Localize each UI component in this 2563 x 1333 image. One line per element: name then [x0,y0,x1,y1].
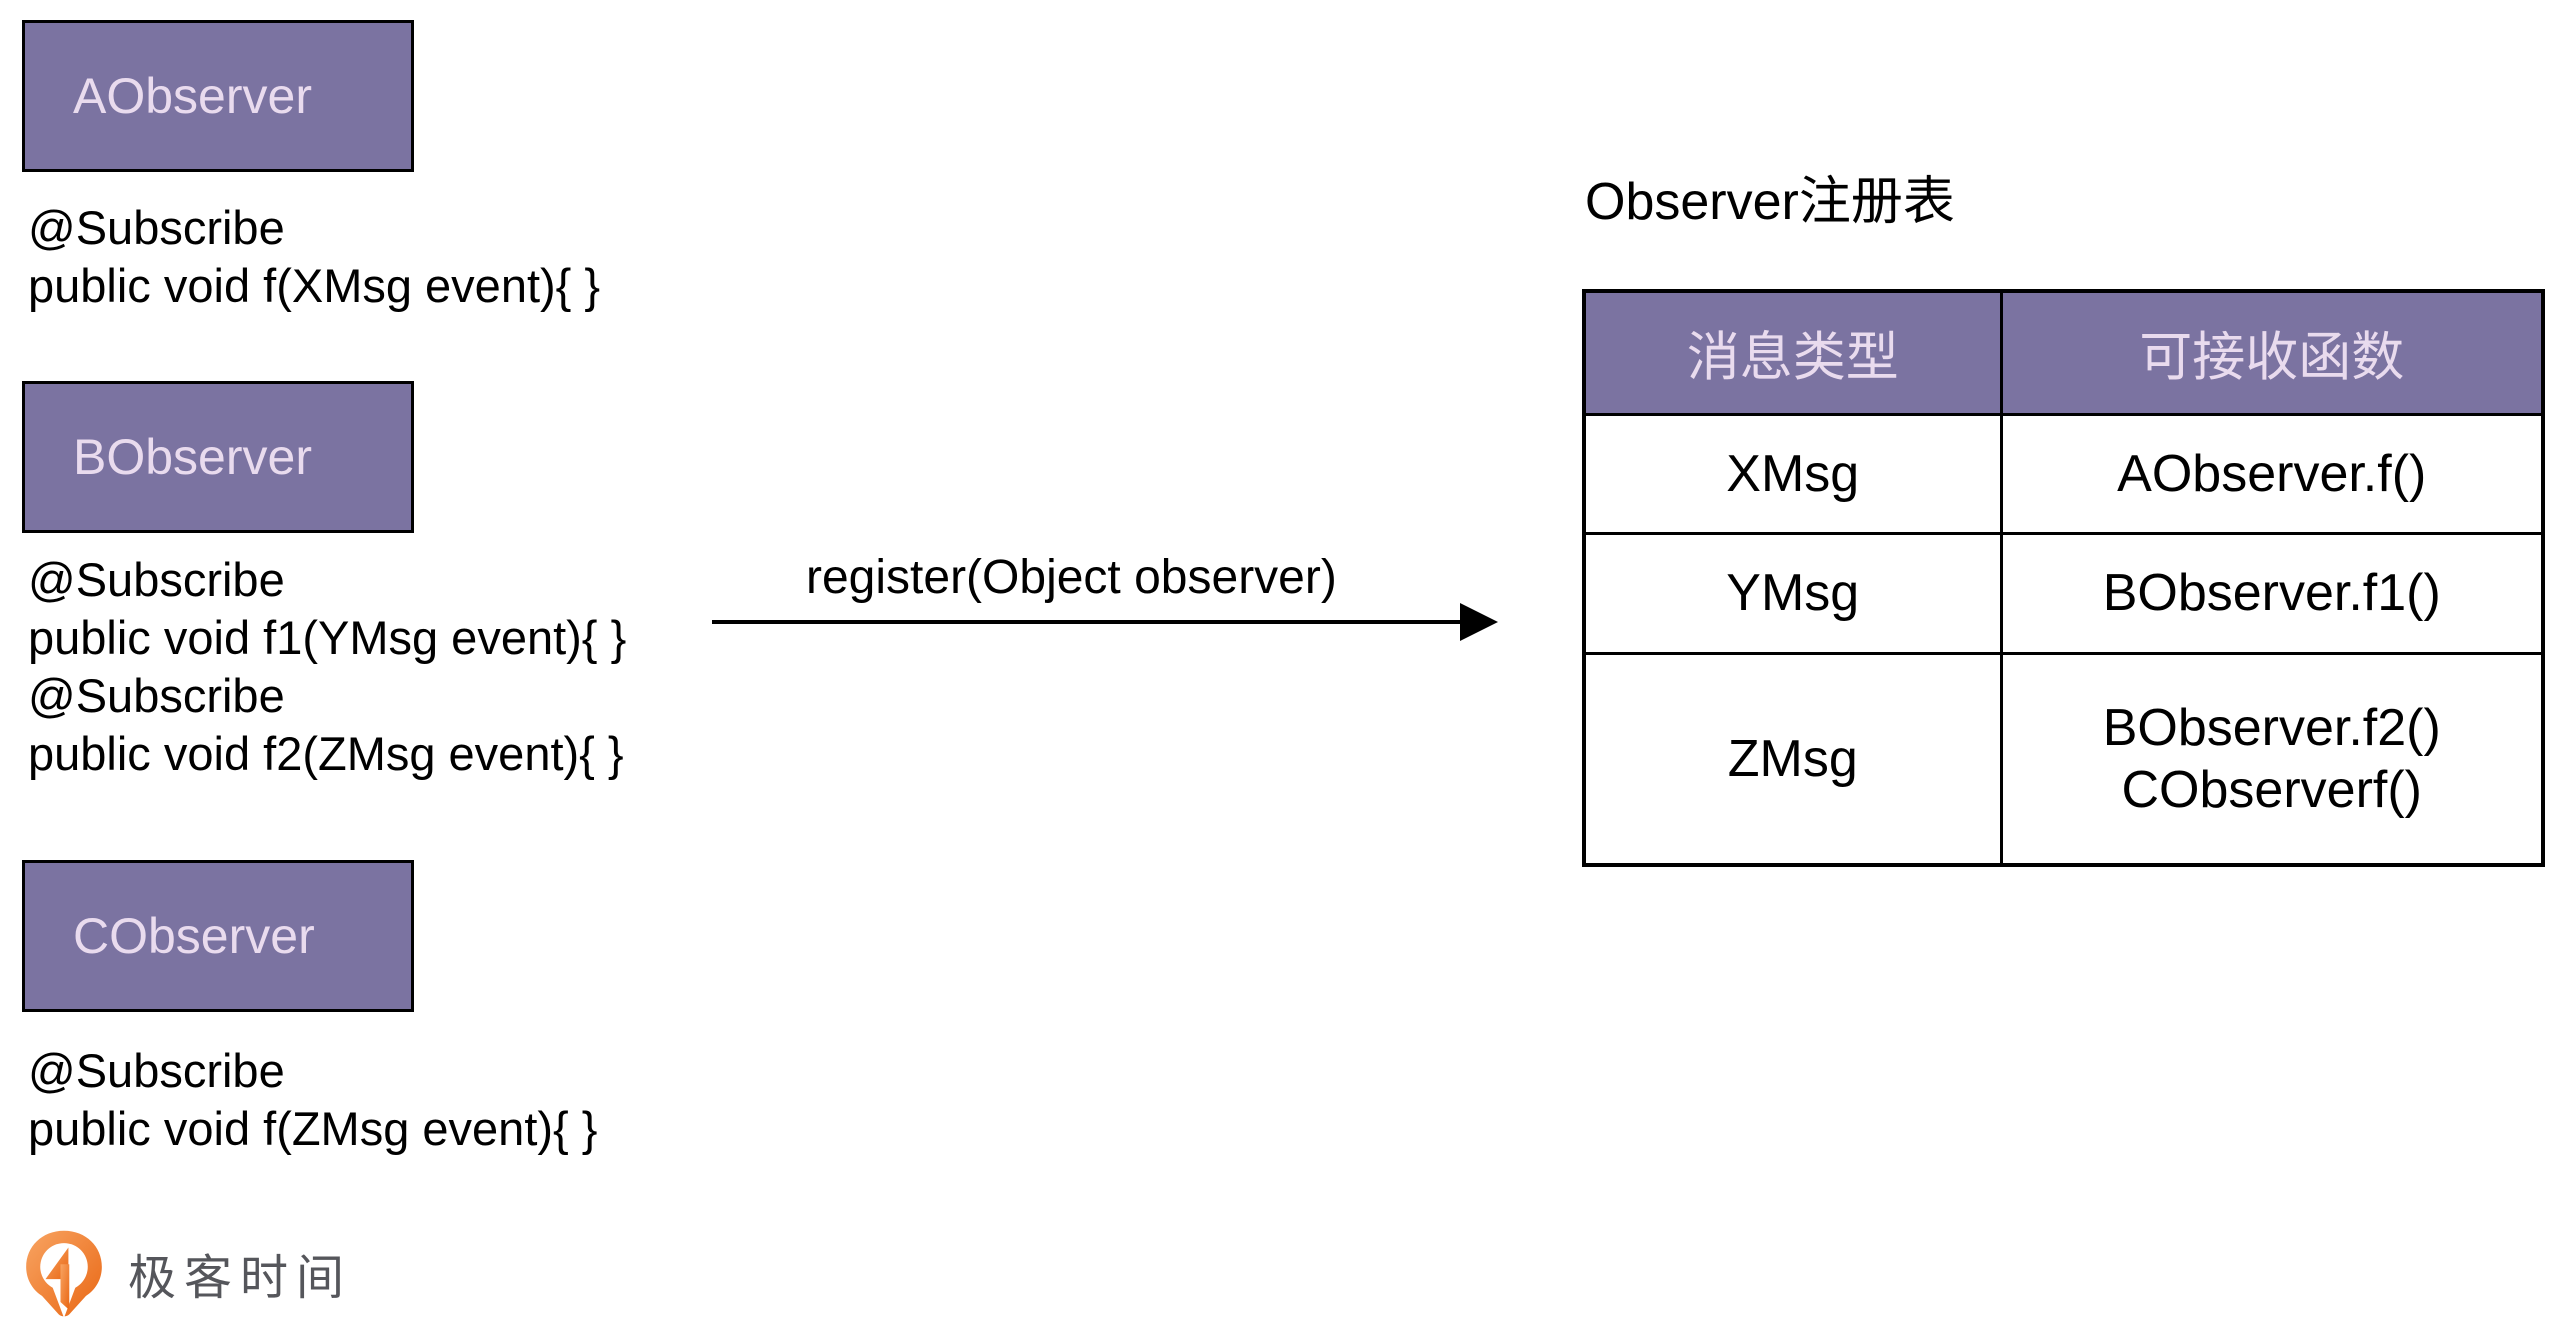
code-block-a: @Subscribe public void f(XMsg event){ } [28,199,600,315]
registry-header-row: 消息类型 可接收函数 [1582,289,2545,416]
msg-type-cell: ZMsg [1582,651,2003,867]
observer-box-c: CObserver [22,860,414,1012]
register-arrow-head-icon [1460,603,1498,641]
observer-box-b: BObserver [22,381,414,533]
registry-header-functions: 可接收函数 [1999,289,2545,416]
code-block-c: @Subscribe public void f(ZMsg event){ } [28,1042,598,1158]
geektime-logo-icon [26,1230,102,1318]
functions-cell: BObserver.f1() [1999,531,2545,655]
code-line: @Subscribe [28,1044,285,1097]
registry-title: Observer注册表 [1585,173,1955,231]
code-line: @Subscribe [28,669,285,722]
msg-type-cell: YMsg [1582,531,2003,655]
code-line: @Subscribe [28,553,285,606]
code-line: @Subscribe [28,201,285,254]
observer-box-a: AObserver [22,20,414,172]
registry-row-xmsg: XMsg AObserver.f() [1582,412,2545,535]
functions-cell: AObserver.f() [1999,412,2545,535]
msg-type-cell: XMsg [1582,412,2003,535]
function-line: CObserverf() [2121,760,2422,819]
geektime-logo-text: 极客时间 [128,1252,353,1305]
registry-header-msg-type: 消息类型 [1582,289,2003,416]
code-line: public void f(ZMsg event){ } [28,1102,598,1155]
registry-row-zmsg: ZMsg BObserver.f2() CObserverf() [1582,651,2545,867]
code-line: public void f1(YMsg event){ } [28,611,627,664]
code-line: public void f2(ZMsg event){ } [28,727,624,780]
code-block-b: @Subscribe public void f1(YMsg event){ }… [28,551,626,783]
registry-table: 消息类型 可接收函数 XMsg AObserver.f() YMsg BObse… [1582,289,2545,867]
functions-cell: BObserver.f2() CObserverf() [1999,651,2545,867]
register-arrow-label: register(Object observer) [806,551,1337,604]
registry-row-ymsg: YMsg BObserver.f1() [1582,531,2545,655]
function-line: BObserver.f2() [2102,698,2441,757]
code-line: public void f(XMsg event){ } [28,259,601,312]
register-arrow [712,620,1464,624]
geektime-logo: 极客时间 [20,1228,352,1318]
